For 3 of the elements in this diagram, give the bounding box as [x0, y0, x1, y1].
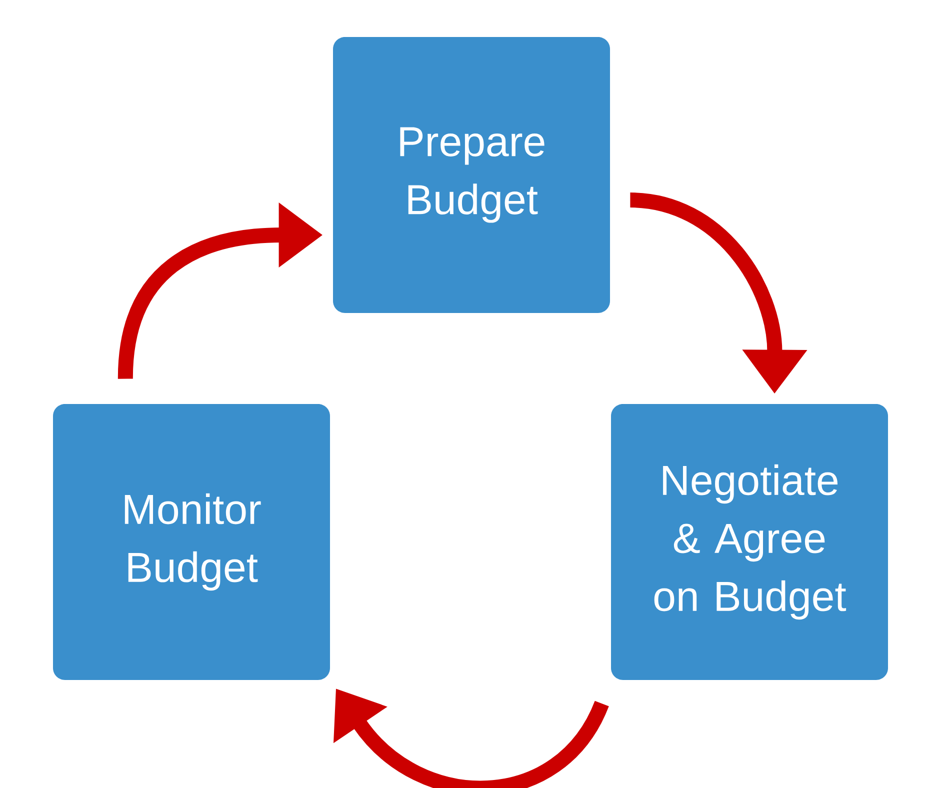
process-box: Monitor Budget — [53, 404, 330, 680]
process-box: Negotiate & Agree on Budget — [611, 404, 888, 680]
process-box: Prepare Budget — [333, 37, 610, 313]
